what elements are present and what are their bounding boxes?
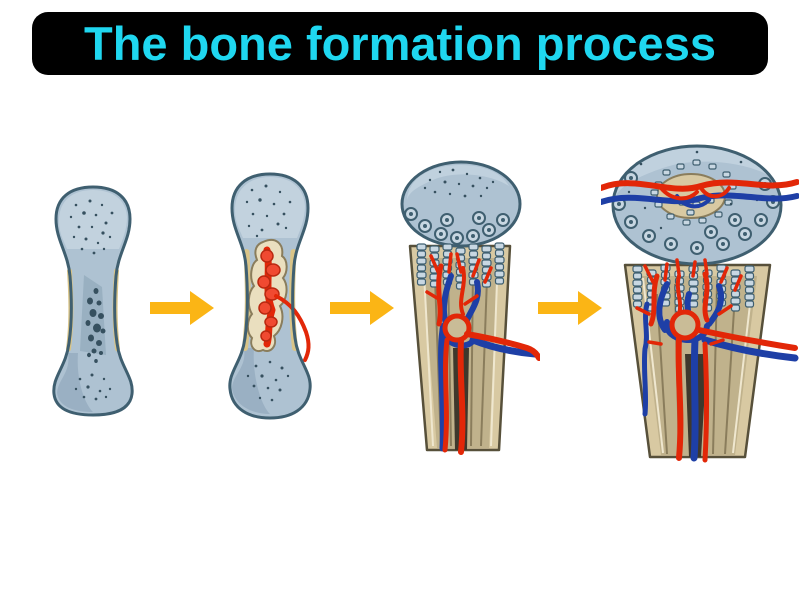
right-arrow-icon [150,291,214,325]
speckles [69,199,114,401]
stage-2-primary-ossification-center [228,172,312,420]
title-banner: The bone formation process [32,12,768,75]
speckles [245,184,292,402]
bone-primary-ossification [228,172,312,420]
blood-vessels [425,252,540,455]
stage-1-cartilage-model [52,185,134,417]
stage-3-vascular-invasion [400,160,540,455]
right-arrow-icon [538,291,602,325]
bone-cartilage-model [52,185,134,417]
epiphysis-head [400,160,522,248]
page-title: The bone formation process [84,17,716,70]
blood-vessels [635,258,799,463]
right-arrow-icon [330,291,394,325]
speckles [423,168,495,198]
epiphyseal-vessels [601,179,799,209]
stage-4-secondary-ossification-center [601,144,799,463]
speckles [627,150,759,230]
blood-vessel-sprout [274,294,311,362]
